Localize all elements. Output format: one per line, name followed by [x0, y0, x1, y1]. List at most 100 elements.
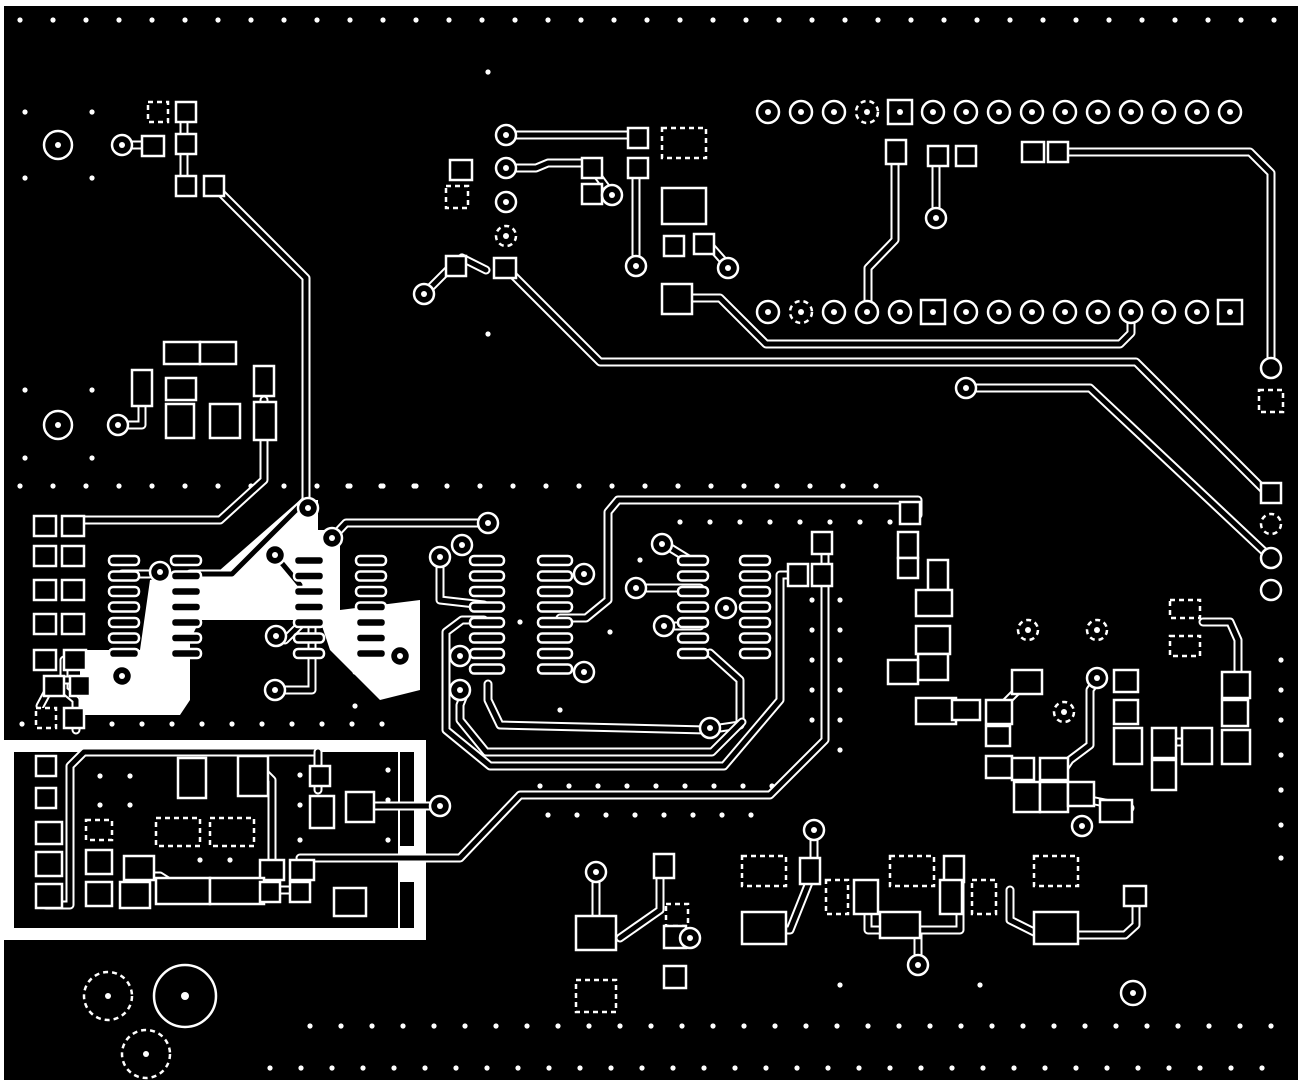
via: [555, 1023, 561, 1029]
smd-pad: [60, 544, 86, 568]
via: [352, 669, 358, 675]
via: [493, 1023, 499, 1029]
via: [719, 812, 725, 818]
via: [701, 1065, 707, 1071]
test-point-hole: [459, 542, 465, 548]
via: [385, 767, 391, 773]
via: [690, 812, 696, 818]
smd-pad-dashed: [84, 818, 114, 842]
via: [182, 17, 188, 23]
smd-pad: [258, 880, 282, 904]
smd-pad: [308, 764, 332, 788]
test-point-hole: [1079, 823, 1085, 829]
test-point-hole: [1094, 627, 1100, 633]
smd-pad: [692, 232, 716, 256]
via: [603, 812, 609, 818]
via: [1205, 17, 1211, 23]
smd-pad: [68, 674, 92, 698]
smd-pad: [444, 254, 468, 278]
header-pin-hole: [1062, 309, 1068, 315]
smd-pad: [492, 256, 518, 280]
ic-pin: [676, 570, 710, 582]
via: [329, 1065, 335, 1071]
via: [576, 483, 582, 489]
via: [22, 175, 28, 181]
via: [776, 17, 782, 23]
test-point-hole: [633, 263, 639, 269]
test-point-hole: [593, 869, 599, 875]
via: [89, 387, 95, 393]
via: [670, 1065, 676, 1071]
smd-pad: [786, 562, 810, 588]
via: [837, 982, 843, 988]
smd-pad-dashed: [444, 184, 470, 210]
smd-pad: [198, 340, 238, 366]
ic-pin: [354, 601, 388, 613]
via: [446, 17, 452, 23]
ic-pin: [107, 585, 141, 598]
smd-pad: [626, 126, 650, 150]
via: [314, 483, 320, 489]
via: [259, 721, 265, 727]
smd-pad: [236, 754, 270, 798]
via: [297, 837, 303, 843]
via: [707, 519, 713, 525]
via: [772, 1023, 778, 1029]
via: [949, 1065, 955, 1071]
via: [17, 483, 23, 489]
via: [248, 17, 254, 23]
smd-pad: [652, 852, 676, 880]
via: [977, 982, 983, 988]
smd-pad: [208, 402, 242, 440]
header-pin-hole: [897, 309, 903, 315]
via: [557, 707, 563, 713]
smd-pad: [1012, 780, 1042, 814]
smd-pad: [174, 174, 198, 198]
header-pin-hole: [864, 309, 870, 315]
smd-pad: [898, 500, 922, 526]
via: [1206, 1023, 1212, 1029]
via: [825, 1065, 831, 1071]
smd-pad: [122, 854, 156, 882]
via: [50, 17, 56, 23]
test-point-hole: [581, 571, 587, 577]
via: [149, 17, 155, 23]
test-point-hole: [457, 653, 463, 659]
via: [842, 17, 848, 23]
ic-pin: [536, 570, 574, 582]
ic-pin: [536, 585, 574, 598]
via: [97, 773, 103, 779]
via: [927, 1023, 933, 1029]
trace-gap: [963, 385, 1274, 561]
smd-pad: [1010, 668, 1044, 696]
via: [908, 17, 914, 23]
test-point-hole: [915, 962, 921, 968]
via: [1175, 1023, 1181, 1029]
via: [807, 483, 813, 489]
trace-gap: [297, 539, 828, 861]
ic-pin: [292, 554, 326, 567]
ic-pin: [169, 616, 203, 629]
smd-pad-dashed: [888, 854, 936, 888]
via: [545, 17, 551, 23]
via: [298, 1065, 304, 1071]
ic-pin: [738, 601, 772, 613]
via: [677, 519, 683, 525]
via: [413, 17, 419, 23]
smd-pad: [32, 514, 58, 538]
smd-pad: [60, 514, 86, 538]
via: [378, 483, 384, 489]
smd-pad: [308, 794, 336, 830]
smd-pad: [878, 910, 922, 940]
header-pin-hole: [1161, 109, 1167, 115]
smd-pad: [662, 234, 686, 258]
via: [609, 483, 615, 489]
test-point-hole: [305, 505, 311, 511]
test-point-hole: [725, 265, 731, 271]
header-pin-hole: [963, 309, 969, 315]
via: [679, 1023, 685, 1029]
smd-pad: [344, 790, 376, 824]
header-pin-hole: [1161, 309, 1167, 315]
ic-pin: [468, 663, 506, 675]
via: [462, 1023, 468, 1029]
